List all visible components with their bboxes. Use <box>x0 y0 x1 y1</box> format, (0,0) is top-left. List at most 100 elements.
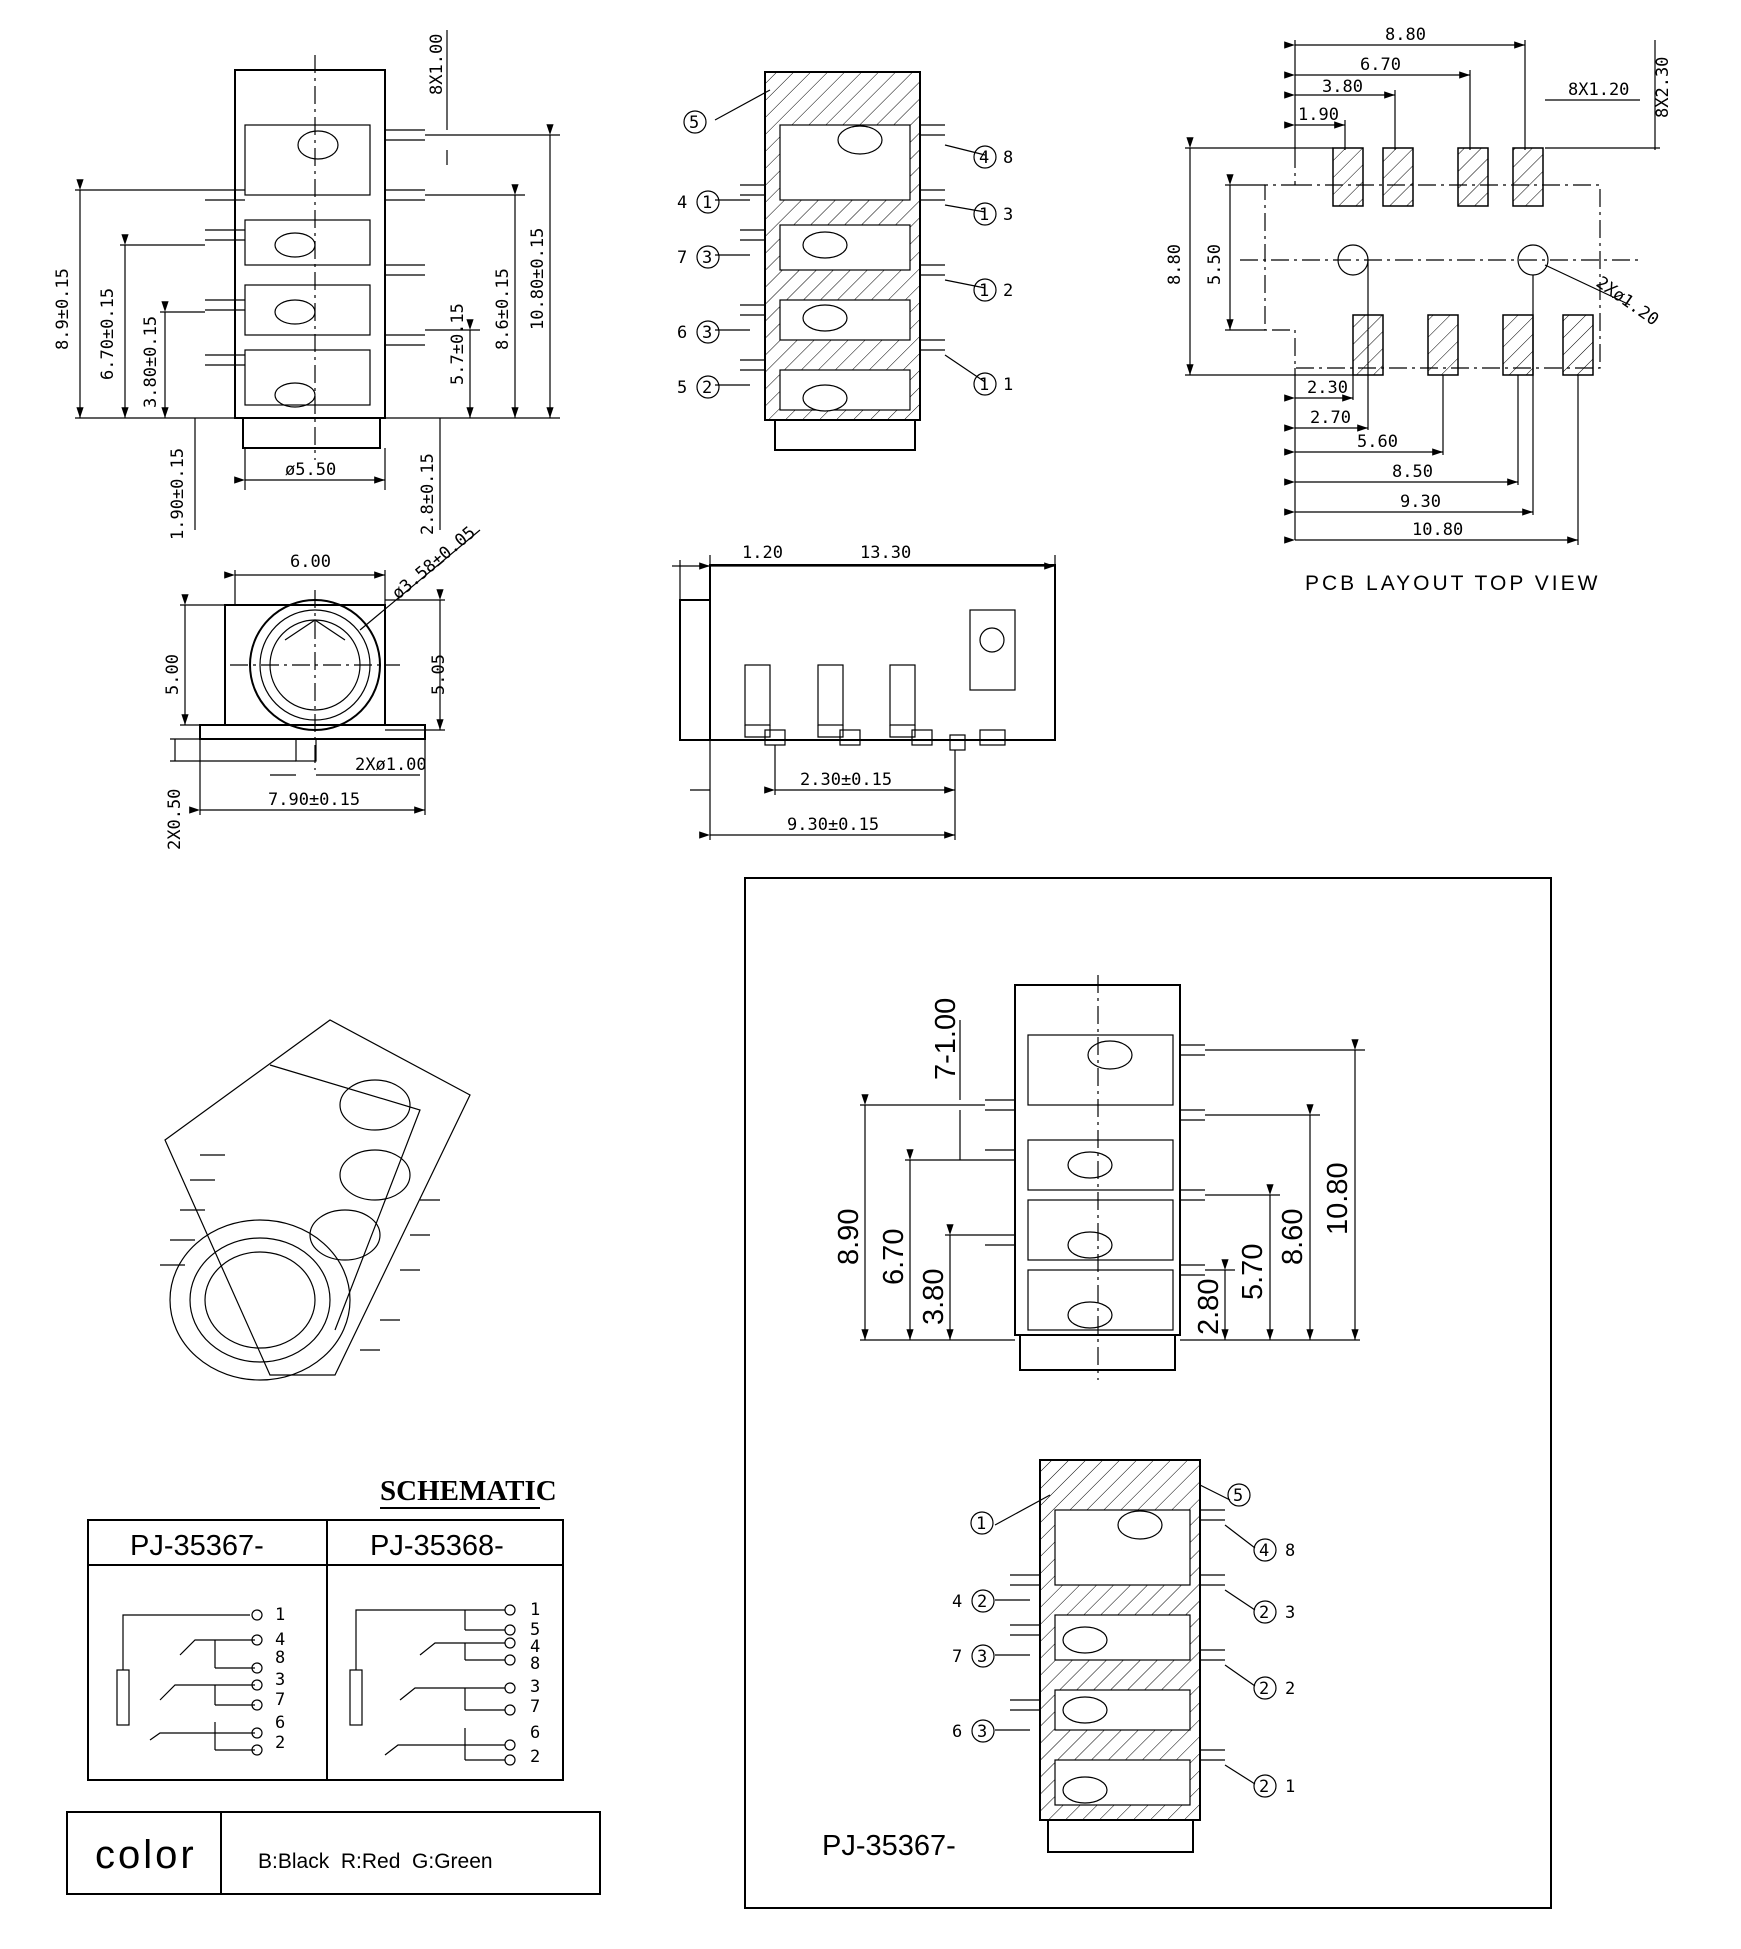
dim-pitch-top: 8X1.00 <box>427 34 447 95</box>
right-pin-num: 3 <box>1003 205 1013 225</box>
left-pin-circ: 2 <box>702 378 712 398</box>
right-pin-num: 2 <box>1285 1679 1295 1699</box>
end-dim-right-height: 5.05 <box>429 654 449 695</box>
variant-dim-8-90: 8.90 <box>833 1209 865 1265</box>
end-dim-width: 6.00 <box>290 552 331 572</box>
pin-label: 6 <box>530 1723 540 1743</box>
schematic-col2: PJ-35368- <box>370 1530 504 1562</box>
pcb-title: PCB LAYOUT TOP VIEW <box>1305 572 1600 595</box>
left-pin-labels: 4 1 7 3 6 3 5 2 <box>677 190 720 399</box>
pin-label: 3 <box>530 1677 540 1697</box>
dim-2-8: 2.8±0.15 <box>418 453 438 535</box>
schematic: SCHEMATIC PJ-35367- PJ-35368- 1 4 8 3 7 <box>87 1475 564 1781</box>
pcb-dim-8-50: 8.50 <box>1392 462 1433 482</box>
variant-box: 7-1.00 8.90 6.70 3.80 2.80 5.70 8.60 10.… <box>744 877 1552 1909</box>
pcb-dim-9-30: 9.30 <box>1400 492 1441 512</box>
front-view: 8X1.00 8.9±0.15 6.70±0.15 3.80±0.15 1.90… <box>53 30 560 540</box>
left-pin-num: 6 <box>952 1722 962 1742</box>
pcb-dim-6-70: 6.70 <box>1360 55 1401 75</box>
pin-label: 2 <box>275 1733 285 1753</box>
left-pin-num: 4 <box>952 1592 962 1612</box>
pin-label: 8 <box>530 1654 540 1674</box>
end-view: 6.00 ø3.58±0.05 5.00 5.05 2Xø1.00 2X0.50… <box>163 523 481 850</box>
right-pin-circ: 2 <box>1259 1777 1269 1797</box>
right-pin-num: 2 <box>1003 281 1013 301</box>
variant-left-pins: 4 2 7 3 6 3 <box>952 1589 995 1743</box>
side-dim-2-30: 2.30±0.15 <box>800 770 892 790</box>
right-pin-circ: 1 <box>979 205 989 225</box>
side-dim-1-20: 1.20 <box>742 543 783 563</box>
variant-dim-3-80: 3.80 <box>918 1269 950 1325</box>
callout-text: 1 <box>976 1514 986 1534</box>
dim-8-9: 8.9±0.15 <box>53 268 73 350</box>
pin-label: 6 <box>275 1713 285 1733</box>
variant-dim-6-70: 6.70 <box>878 1229 910 1285</box>
end-dim-base-width: 7.90±0.15 <box>268 790 360 810</box>
right-pin-circ: 2 <box>1259 1603 1269 1623</box>
end-dim-left-height: 5.00 <box>163 654 183 695</box>
pcb-pads-bottom <box>1352 314 1594 376</box>
pin-label: 4 <box>530 1637 540 1657</box>
pin-label: 7 <box>275 1690 285 1710</box>
left-pin-num: 6 <box>677 323 687 343</box>
pcb-dim-pad-width: 8X1.20 <box>1568 80 1629 100</box>
pin-label: 4 <box>275 1630 285 1650</box>
pin-label: 1 <box>530 1600 540 1620</box>
dim-6-70: 6.70±0.15 <box>98 288 118 380</box>
left-pin-circ: 3 <box>702 248 712 268</box>
left-pin-num: 7 <box>952 1647 962 1667</box>
pcb-layout: 8.80 6.70 3.80 1.90 8X1.20 8X2.30 8.80 5… <box>1165 25 1673 595</box>
pin-label: 5 <box>530 1620 540 1640</box>
pcb-dim-3-80: 3.80 <box>1322 77 1363 97</box>
right-pin-circ: 2 <box>1259 1679 1269 1699</box>
variant-dim-5-70: 5.70 <box>1237 1244 1269 1300</box>
pin-label: 8 <box>275 1648 285 1668</box>
pcb-dim-5-50: 5.50 <box>1205 244 1225 285</box>
pcb-dim-pad-height: 8X2.30 <box>1653 57 1673 118</box>
isometric-view <box>160 1019 471 1381</box>
variant-part-number: PJ-35367- <box>822 1830 956 1862</box>
variant-dim-10-80: 10.80 <box>1322 1162 1354 1235</box>
right-pin-num: 1 <box>1285 1777 1295 1797</box>
pcb-dim-2-30: 2.30 <box>1307 378 1348 398</box>
pin-view-callout-5: 5 <box>683 110 707 134</box>
side-dim-13-30: 13.30 <box>860 543 911 563</box>
dim-5-7: 5.7±0.15 <box>448 303 468 385</box>
pin-label: 7 <box>530 1697 540 1717</box>
callout-text: 5 <box>689 113 699 133</box>
dim-bore: ø5.50 <box>285 460 336 480</box>
pin-label: 3 <box>275 1670 285 1690</box>
right-pin-num: 8 <box>1003 148 1013 168</box>
variant-dim-1-00: 7-1.00 <box>930 998 962 1080</box>
variant-callouts: 1 5 <box>970 1483 1251 1535</box>
pcb-dim-2-70: 2.70 <box>1310 408 1351 428</box>
dim-10-80: 10.80±0.15 <box>528 228 548 330</box>
pcb-dim-hole: 2Xø1.20 <box>1592 273 1662 330</box>
color-label: color <box>95 1833 197 1877</box>
left-pin-circ: 1 <box>702 193 712 213</box>
pcb-dim-5-60: 5.60 <box>1357 432 1398 452</box>
schematic-title: SCHEMATIC <box>380 1475 557 1507</box>
side-view: 1.20 13.30 2.30±0.15 9.30±0.15 <box>672 543 1056 840</box>
end-dim-peg-height: 2X0.50 <box>165 789 185 850</box>
pin-view: 5 4 1 7 3 6 3 5 2 4 8 1 3 1 2 1 <box>677 71 1013 451</box>
variant-dim-8-60: 8.60 <box>1277 1209 1309 1265</box>
left-pin-circ: 2 <box>977 1592 987 1612</box>
schematic-col1: PJ-35367- <box>130 1530 264 1562</box>
right-pin-circ: 1 <box>979 281 989 301</box>
pin-label: 1 <box>275 1605 285 1625</box>
side-dim-9-30: 9.30±0.15 <box>787 815 879 835</box>
right-pin-circ: 4 <box>979 148 989 168</box>
color-table: color B:Black R:Red G:Green <box>66 1811 601 1895</box>
pcb-pads-top <box>1332 147 1544 207</box>
left-pin-num: 4 <box>677 193 687 213</box>
pcb-dim-1-90: 1.90 <box>1298 105 1339 125</box>
right-pin-labels: 4 8 1 3 1 2 1 1 <box>973 145 1013 396</box>
right-pin-circ: 1 <box>979 375 989 395</box>
schematic1-pins: 1 4 8 3 7 6 2 <box>251 1605 285 1756</box>
left-pin-num: 7 <box>677 248 687 268</box>
callout-text: 5 <box>1233 1486 1243 1506</box>
left-pin-circ: 3 <box>977 1647 987 1667</box>
right-pin-circ: 4 <box>1259 1541 1269 1561</box>
